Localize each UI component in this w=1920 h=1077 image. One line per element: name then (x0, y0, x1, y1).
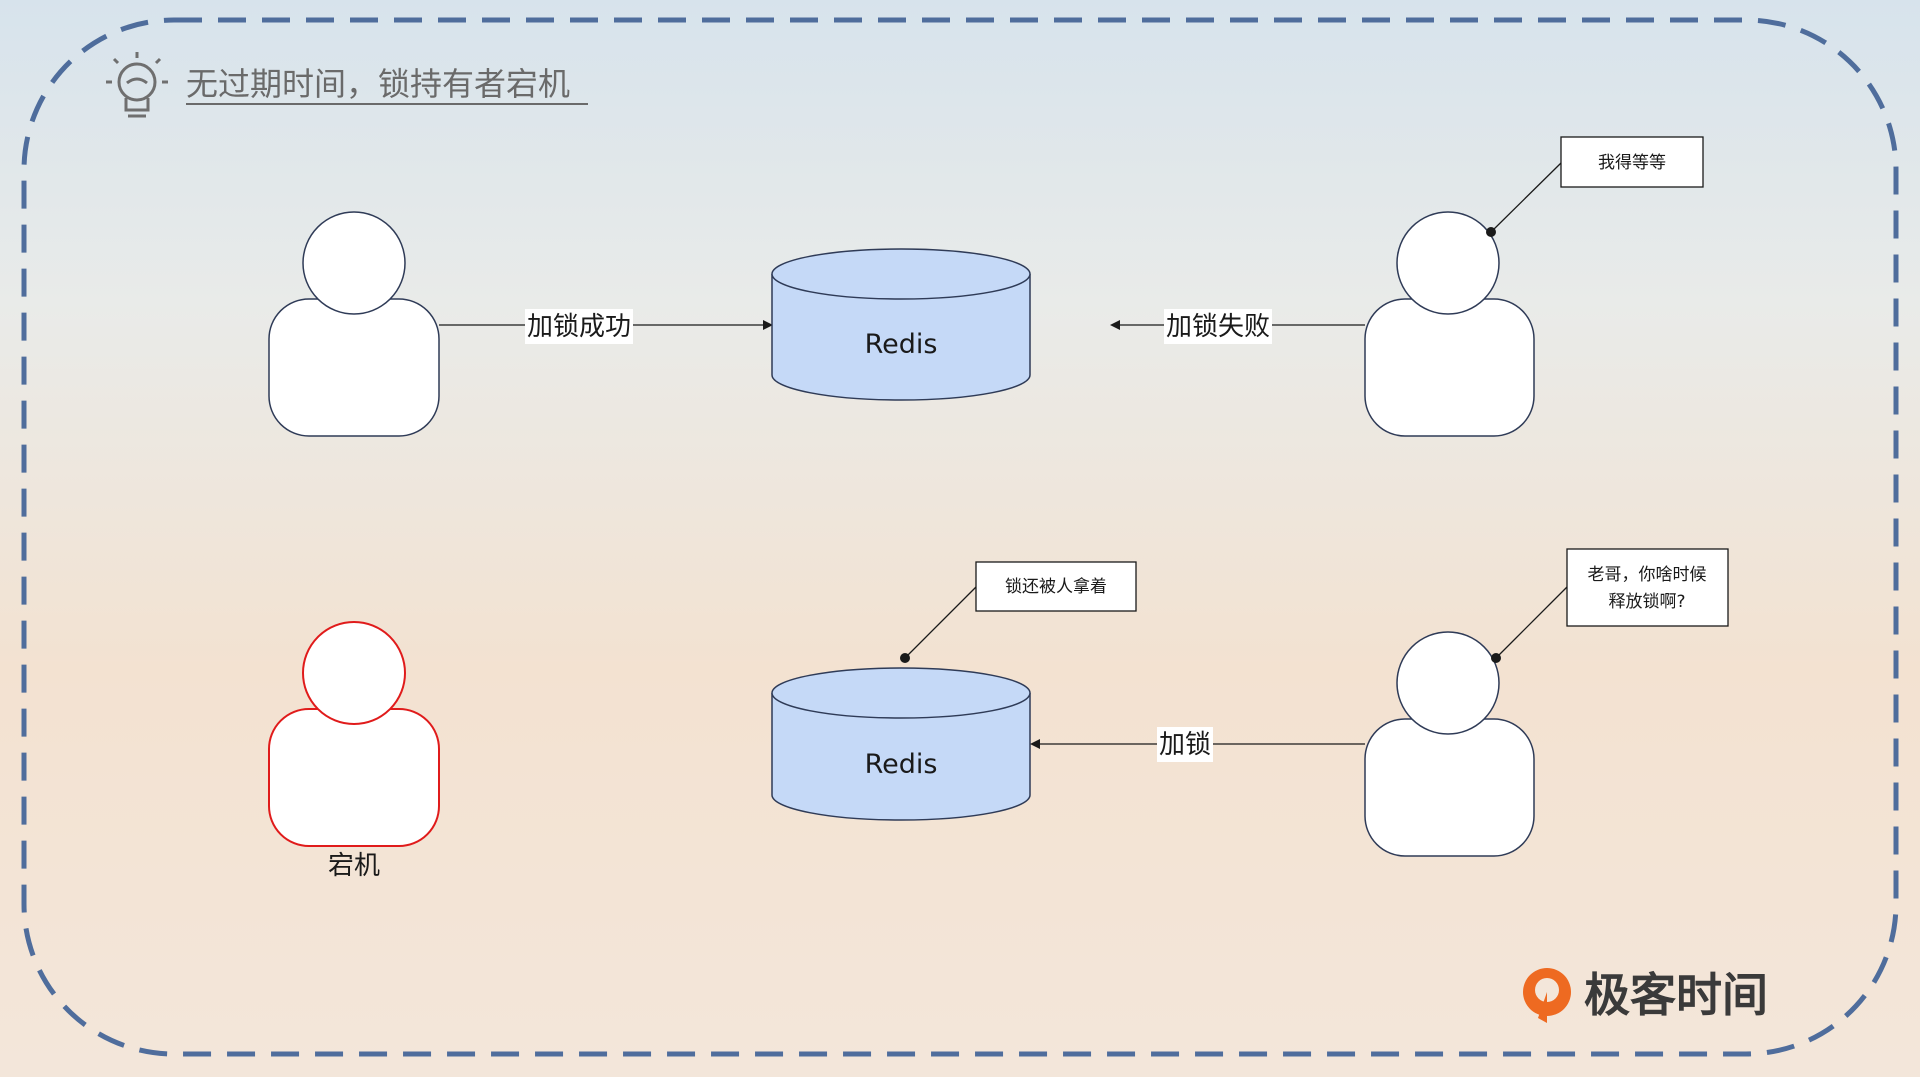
redis-cylinder-bottom (771, 667, 1031, 821)
user-waiting (1364, 211, 1535, 437)
edge-label-lock-failed: 加锁失败 (1166, 312, 1270, 342)
arrowhead-left (1030, 739, 1040, 749)
user-head (1396, 631, 1500, 735)
edge-label-bg (1157, 727, 1213, 762)
edge-label-lock-success: 加锁成功 (527, 312, 631, 342)
redis-label-bottom: Redis (865, 749, 938, 780)
callout-text-wait: 我得等等 (1598, 153, 1666, 173)
edge-label-lock: 加锁 (1159, 730, 1211, 760)
callout-text-ask-line1: 老哥，你啥时候 (1588, 565, 1707, 585)
callout-connector (904, 586, 977, 659)
callout-connector (1495, 586, 1568, 659)
user-lock-holder (268, 211, 440, 437)
user-crashed (268, 621, 440, 847)
user-head (302, 211, 406, 315)
lightbulb-icon (106, 52, 168, 118)
arrowhead-right (763, 320, 773, 330)
user-asking (1364, 631, 1535, 857)
callout-anchor-dot (900, 653, 910, 663)
brand-name: 极客时间 (1584, 968, 1768, 1022)
geektime-logo-icon (1523, 968, 1571, 1023)
user-body (268, 298, 440, 437)
user-body (1364, 718, 1535, 857)
page-title: 无过期时间，锁持有者宕机 (186, 65, 570, 103)
callout-text-ask-line2: 释放锁啊? (1608, 592, 1685, 612)
user-body (268, 708, 440, 847)
redis-cylinder-top (771, 248, 1031, 401)
callout-anchor-dot (1491, 653, 1501, 663)
dashed-frame (21, 17, 1899, 1057)
callout-connector (1490, 162, 1562, 233)
arrowhead-left (1110, 320, 1120, 330)
redis-label-top: Redis (865, 329, 938, 360)
user-body (1364, 298, 1535, 437)
callout-box-ask (1566, 548, 1729, 627)
edge-label-bg (525, 309, 633, 344)
callout-text-lock-held: 锁还被人拿着 (1005, 576, 1107, 597)
user-head (302, 621, 406, 725)
callout-anchor-dot (1486, 227, 1496, 237)
callout-box-wait (1560, 136, 1704, 188)
callout-box-lock-held (975, 561, 1137, 612)
edge-label-bg (1164, 309, 1272, 344)
user-head (1396, 211, 1500, 315)
crashed-label: 宕机 (328, 851, 380, 881)
